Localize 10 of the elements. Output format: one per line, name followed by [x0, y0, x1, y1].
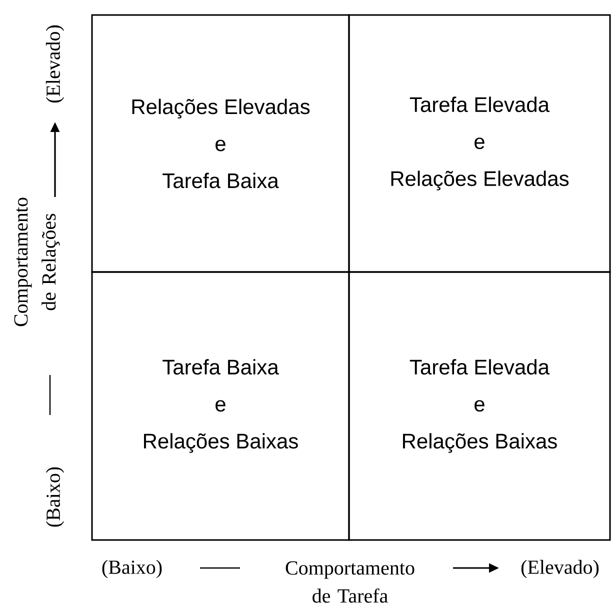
axis-label: (Baixo) — [46, 467, 64, 527]
axis-label: (Elevado) — [46, 25, 64, 103]
axis-label: (Baixo) — [102, 560, 162, 578]
quadrant-cell: Relações Elevadas e Tarefa Baixa — [91, 14, 350, 273]
axis-label: Comportamento de Tarefa — [286, 561, 414, 603]
axis-label: (Elevado) — [521, 560, 599, 578]
quadrant-cell: Tarefa Elevada e Relações Elevadas — [348, 14, 611, 273]
axis-label: Comportamento de Relações — [14, 198, 60, 326]
quadrant-cell: Tarefa Elevada e Relações Baixas — [348, 271, 611, 541]
quadrant-cell: Tarefa Baixa e Relações Baixas — [91, 271, 350, 541]
